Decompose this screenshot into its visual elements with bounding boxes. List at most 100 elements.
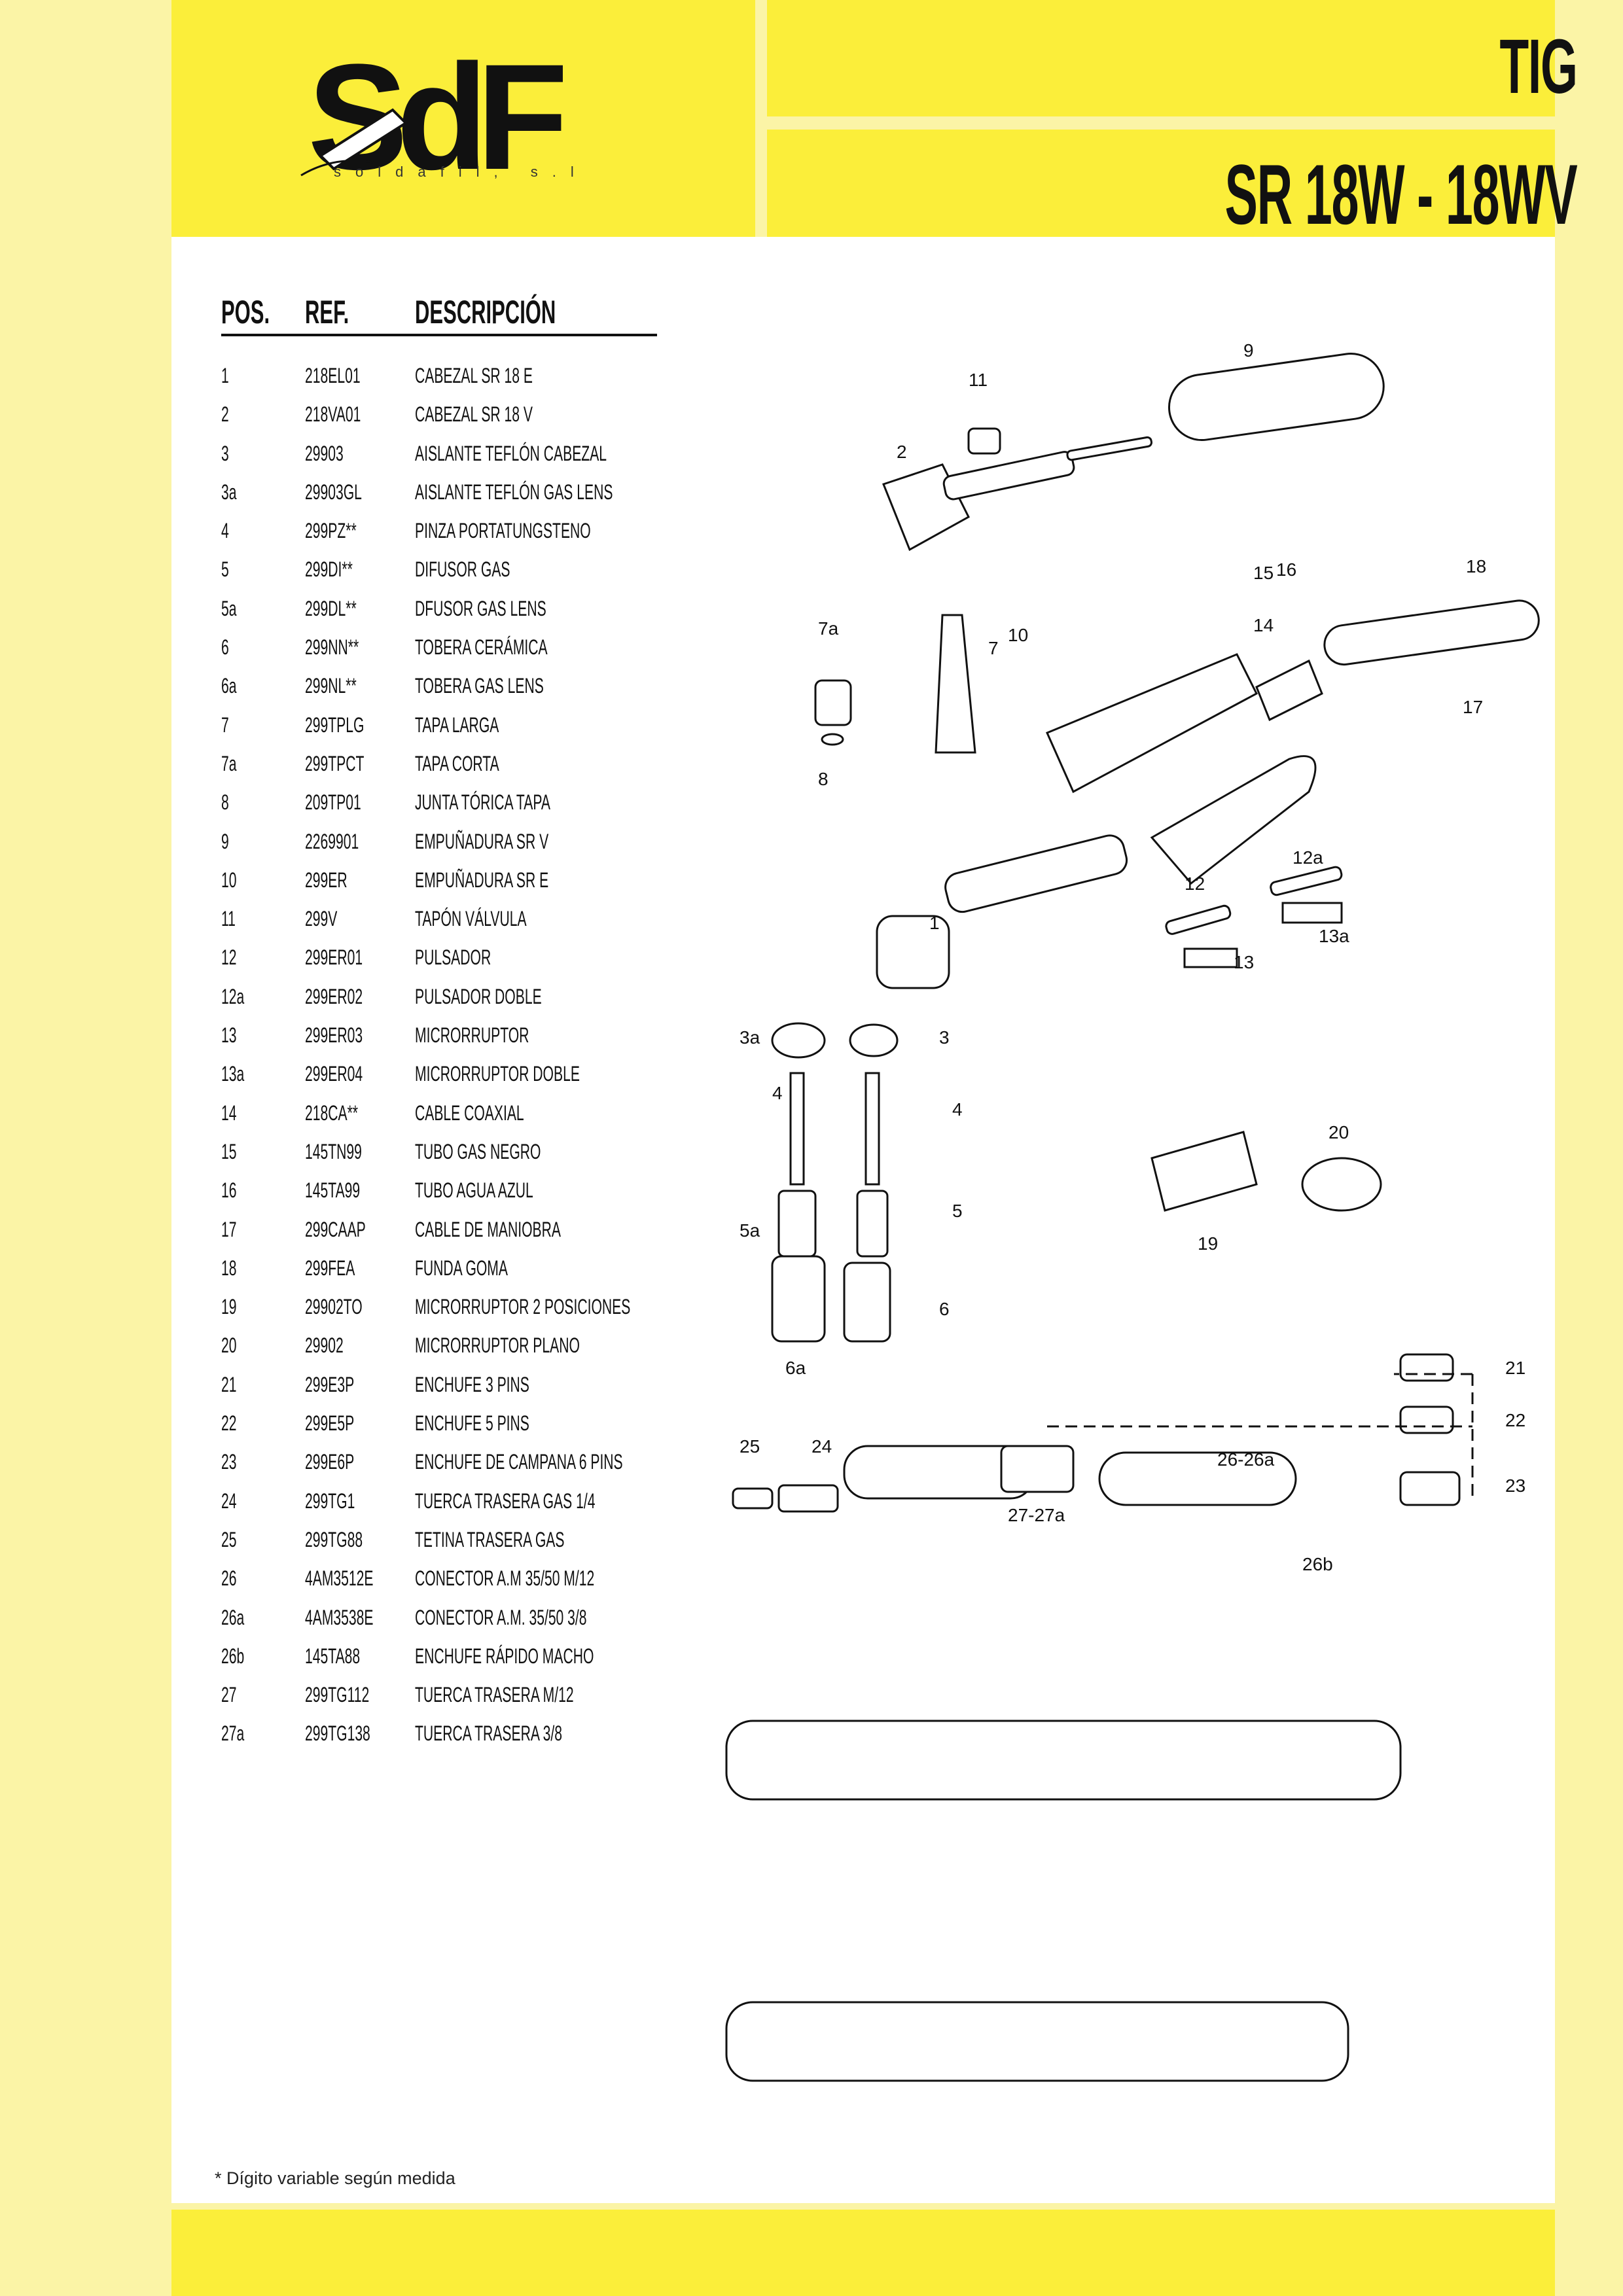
collet-part-a xyxy=(789,1072,805,1186)
desc-cell: TUERCA TRASERA GAS 1/4 xyxy=(415,1489,596,1513)
callout-label: 7 xyxy=(988,638,999,658)
collet-part-b xyxy=(865,1072,880,1186)
desc-cell: TUBO GAS NEGRO xyxy=(415,1139,541,1163)
coax-cable-part xyxy=(1255,659,1323,722)
desc-cell: CONECTOR A.M 35/50 M/12 xyxy=(415,1566,595,1591)
pos-cell: 15 xyxy=(221,1139,237,1163)
model-title: SR 18W - 18WV xyxy=(1225,147,1578,242)
ref-cell: 299CAAP xyxy=(305,1217,366,1241)
desc-cell: TAPA CORTA xyxy=(415,751,499,775)
col-header-desc: DESCRIPCIÓN xyxy=(415,294,556,330)
ref-cell: 29902TO xyxy=(305,1295,363,1319)
rubber-sleeve-part xyxy=(1323,599,1540,666)
pos-cell: 4 xyxy=(221,519,229,543)
ref-cell: 218EL01 xyxy=(305,364,361,387)
teflon-gaslens-part xyxy=(771,1022,826,1059)
handle-e-part xyxy=(1046,653,1258,794)
pos-cell: 26 xyxy=(221,1566,237,1591)
callout-label: 20 xyxy=(1329,1122,1349,1142)
pos-cell: 14 xyxy=(221,1101,237,1125)
desc-cell: DFUSOR GAS LENS xyxy=(415,596,546,620)
double-microswitch-part xyxy=(1281,902,1343,924)
callout-label: 27-27a xyxy=(1008,1505,1065,1525)
desc-cell: JUNTA TÓRICA TAPA xyxy=(415,790,550,815)
logo-box xyxy=(171,0,755,237)
pos-cell: 2 xyxy=(221,402,229,427)
desc-cell: FUNDA GOMA xyxy=(415,1256,508,1280)
desc-cell: PINZA PORTATUNGSTENO xyxy=(415,519,591,543)
callout-label: 6 xyxy=(939,1299,950,1319)
callout-label: 10 xyxy=(1008,625,1028,645)
desc-cell: ENCHUFE 5 PINS xyxy=(415,1411,529,1436)
ref-cell: 299ER01 xyxy=(305,945,363,970)
table-row: 15 145TN99 TUBO GAS NEGRO xyxy=(221,1140,679,1178)
col-header-pos: POS. xyxy=(221,294,270,330)
callout-label: 9 xyxy=(1243,340,1254,361)
pos-cell: 5 xyxy=(221,557,229,582)
pos-cell: 6 xyxy=(221,635,229,660)
pos-cell: 18 xyxy=(221,1256,237,1280)
callout-label: 12 xyxy=(1185,874,1205,894)
desc-cell: TETINA TRASERA GAS xyxy=(415,1527,565,1551)
ref-cell: 209TP01 xyxy=(305,790,361,815)
callout-label: 19 xyxy=(1198,1233,1218,1254)
ref-cell: 299E3P xyxy=(305,1372,355,1396)
callout-label: 13 xyxy=(1234,952,1254,972)
ref-cell: 4AM3538E xyxy=(305,1605,374,1629)
desc-cell: MICRORRUPTOR PLANO xyxy=(415,1333,580,1358)
ref-cell: 29903 xyxy=(305,441,344,465)
callout-label: 26b xyxy=(1302,1554,1333,1574)
callout-label: 21 xyxy=(1505,1358,1525,1378)
callout-label: 4 xyxy=(772,1083,783,1103)
ref-cell: 218CA** xyxy=(305,1101,359,1125)
callout-label: 22 xyxy=(1505,1410,1525,1430)
ref-cell: 299TG112 xyxy=(305,1683,370,1707)
torch-head-e xyxy=(876,915,950,989)
callout-label: 13a xyxy=(1319,926,1349,946)
flat-microswitch-part xyxy=(1301,1157,1382,1212)
ref-cell: 145TN99 xyxy=(305,1139,362,1163)
callout-label: 5a xyxy=(740,1220,760,1241)
gas-nipple-part xyxy=(732,1487,774,1510)
pos-cell: 26a xyxy=(221,1605,245,1629)
desc-cell: ENCHUFE 3 PINS xyxy=(415,1372,529,1396)
ref-cell: 299ER03 xyxy=(305,1023,363,1048)
pos-cell: 12a xyxy=(221,984,245,1008)
plug-5pins-part xyxy=(1399,1405,1454,1434)
ref-cell: 299PZ** xyxy=(305,519,357,543)
callout-label: 23 xyxy=(1505,1475,1525,1496)
desc-cell: ENCHUFE RÁPIDO MACHO xyxy=(415,1644,594,1668)
ref-cell: 299TPLG xyxy=(305,713,365,737)
ref-cell: 29902 xyxy=(305,1333,344,1358)
desc-cell: AISLANTE TEFLÓN GAS LENS xyxy=(415,480,613,504)
callout-label: 26-26a xyxy=(1217,1449,1275,1470)
pos-cell: 7 xyxy=(221,713,229,737)
callout-label: 12a xyxy=(1293,847,1323,868)
desc-cell: MICRORRUPTOR DOBLE xyxy=(415,1062,580,1086)
pos-cell: 5a xyxy=(221,596,237,620)
ref-cell: 145TA88 xyxy=(305,1644,361,1668)
desc-cell: ENCHUFE DE CAMPANA 6 PINS xyxy=(415,1450,623,1474)
diffuser-part xyxy=(856,1190,889,1258)
ref-cell: 299V xyxy=(305,907,338,931)
callout-label: 15 xyxy=(1253,563,1274,583)
ref-cell: 299DI** xyxy=(305,557,353,582)
nozzle-gaslens-part xyxy=(771,1255,826,1343)
pos-cell: 6a xyxy=(221,674,237,698)
